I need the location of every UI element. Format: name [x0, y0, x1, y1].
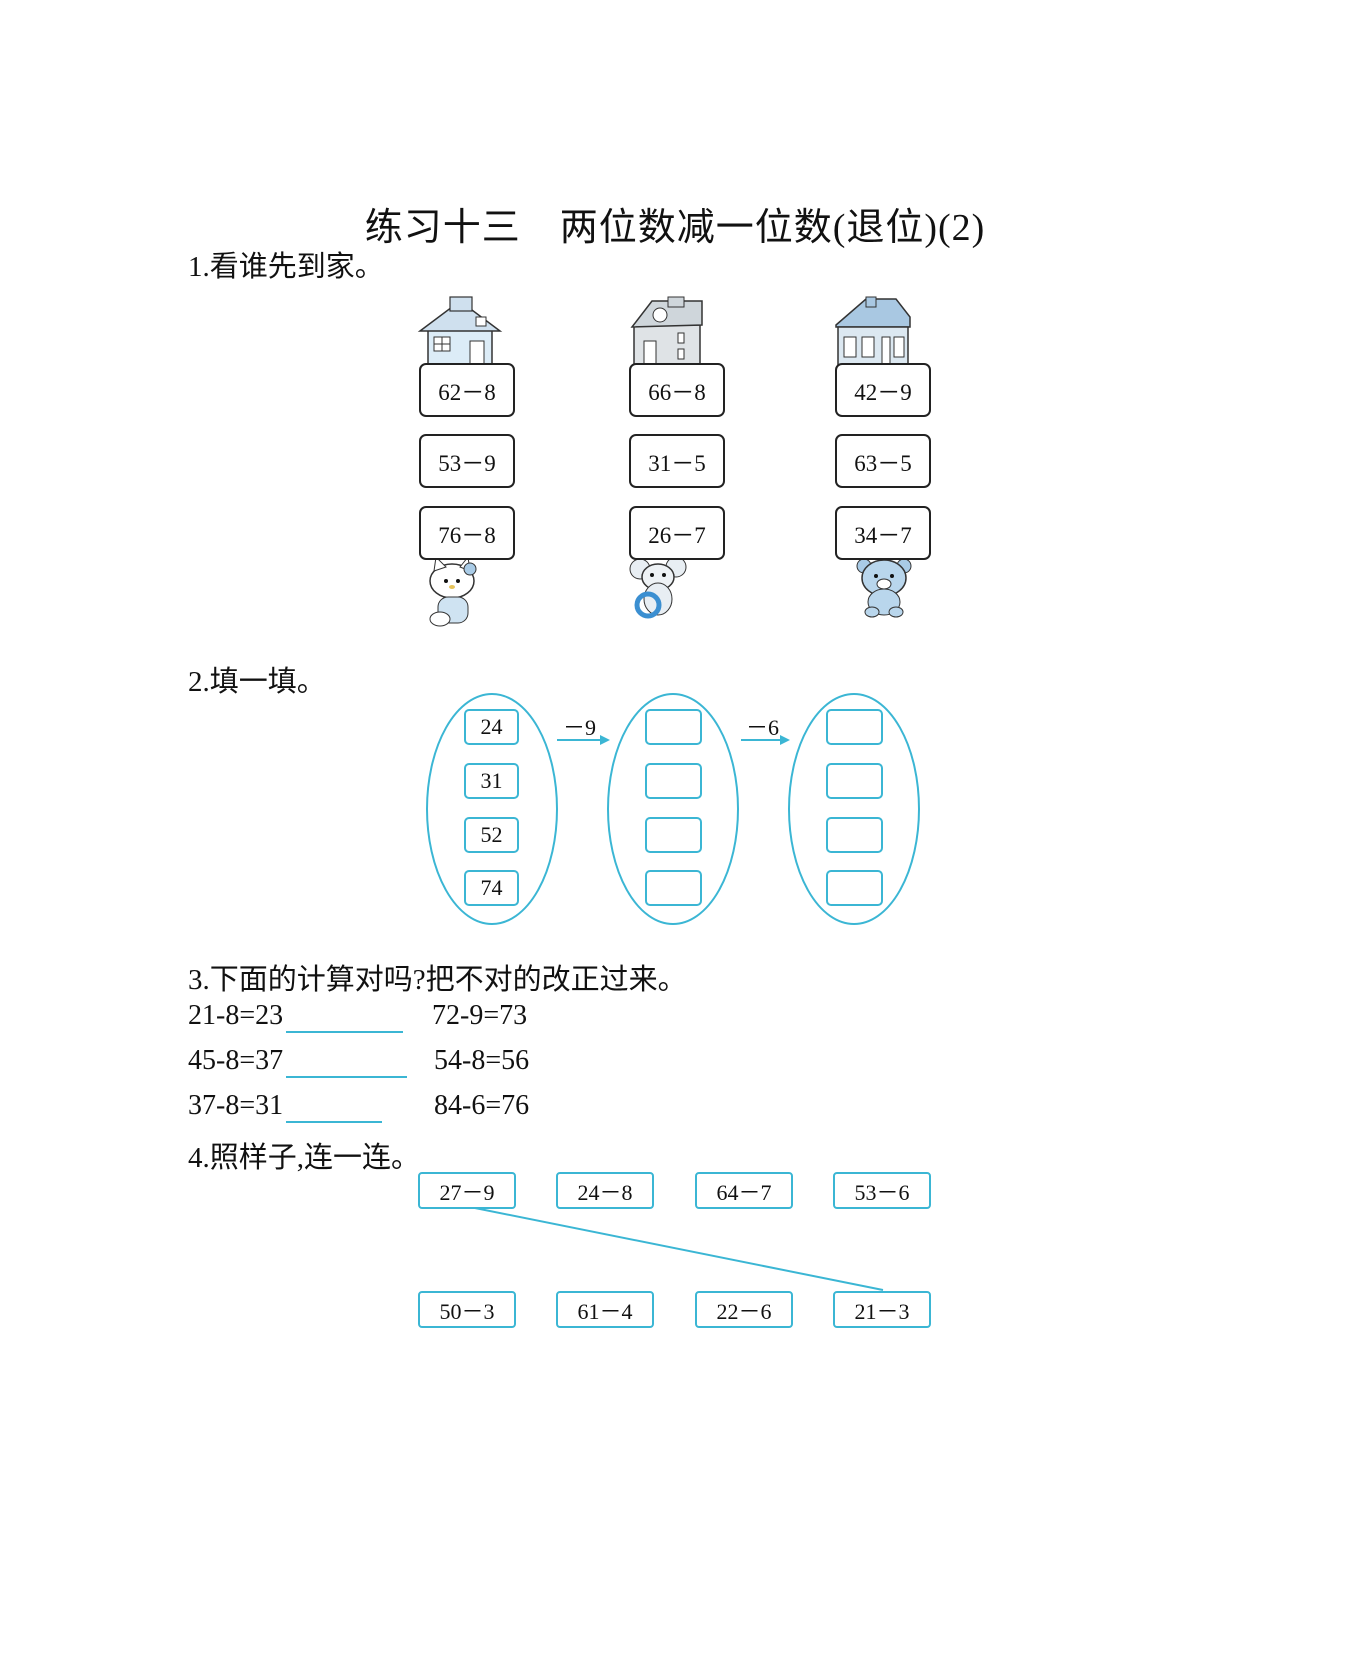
answer-line[interactable] — [286, 1031, 403, 1033]
oval-2 — [607, 693, 739, 925]
expr-box: 26－7 — [629, 506, 725, 560]
equation: 45-8=37 — [188, 1045, 284, 1076]
match-box-bottom[interactable]: 22－6 — [695, 1291, 793, 1328]
q2-label: 2.填一填。 — [188, 666, 326, 698]
start-number: 52 — [464, 817, 519, 853]
arrow-icon — [741, 735, 790, 745]
match-box-top[interactable]: 53－6 — [833, 1172, 931, 1209]
bear-icon — [856, 558, 912, 618]
answer-box[interactable] — [826, 817, 883, 853]
house-icon — [630, 296, 703, 368]
operation-label: －6 — [746, 715, 780, 740]
expr-box: 66－8 — [629, 363, 725, 417]
match-box-bottom[interactable]: 61－4 — [556, 1291, 654, 1328]
match-box-bottom[interactable]: 50－3 — [418, 1291, 516, 1328]
answer-box[interactable] — [826, 709, 883, 745]
answer-box[interactable] — [645, 870, 702, 906]
equation: 37-8=31 — [188, 1090, 284, 1121]
answer-box[interactable] — [645, 709, 702, 745]
start-number: 24 — [464, 709, 519, 745]
answer-box[interactable] — [645, 763, 702, 799]
oval-1 — [426, 693, 558, 925]
start-number: 74 — [464, 870, 519, 906]
mouse-icon — [629, 556, 687, 619]
page-title: 练习十三 两位数减一位数(退位)(2) — [364, 207, 986, 249]
q1-label: 1.看谁先到家。 — [188, 251, 384, 283]
equation: 54-8=56 — [434, 1045, 530, 1076]
answer-box[interactable] — [645, 817, 702, 853]
expr-box: 63－5 — [835, 434, 931, 488]
q3-label: 3.下面的计算对吗?把不对的改正过来。 — [188, 964, 687, 996]
match-box-top[interactable]: 27－9 — [418, 1172, 516, 1209]
arrow-icon — [557, 735, 610, 745]
answer-box[interactable] — [826, 870, 883, 906]
match-box-top[interactable]: 24－8 — [556, 1172, 654, 1209]
expr-box: 42－9 — [835, 363, 931, 417]
equation: 21-8=23 — [188, 1000, 284, 1031]
kitty-icon — [429, 555, 477, 627]
oval-3 — [788, 693, 920, 925]
answer-line[interactable] — [286, 1076, 407, 1078]
start-number: 31 — [464, 763, 519, 799]
equation: 84-6=76 — [434, 1090, 530, 1121]
equation: 72-9=73 — [432, 1000, 528, 1031]
answer-box[interactable] — [826, 763, 883, 799]
match-box-top[interactable]: 64－7 — [695, 1172, 793, 1209]
expr-box: 62－8 — [419, 363, 515, 417]
expr-box: 34－7 — [835, 506, 931, 560]
house-icon — [835, 296, 911, 366]
expr-box: 76－8 — [419, 506, 515, 560]
expr-box: 31－5 — [629, 434, 725, 488]
expr-box: 53－9 — [419, 434, 515, 488]
match-box-bottom[interactable]: 21－3 — [833, 1291, 931, 1328]
operation-label: －9 — [563, 715, 597, 740]
example-connection-line — [464, 1205, 884, 1291]
answer-line[interactable] — [286, 1121, 382, 1123]
q4-label: 4.照样子,连一连。 — [188, 1142, 421, 1174]
